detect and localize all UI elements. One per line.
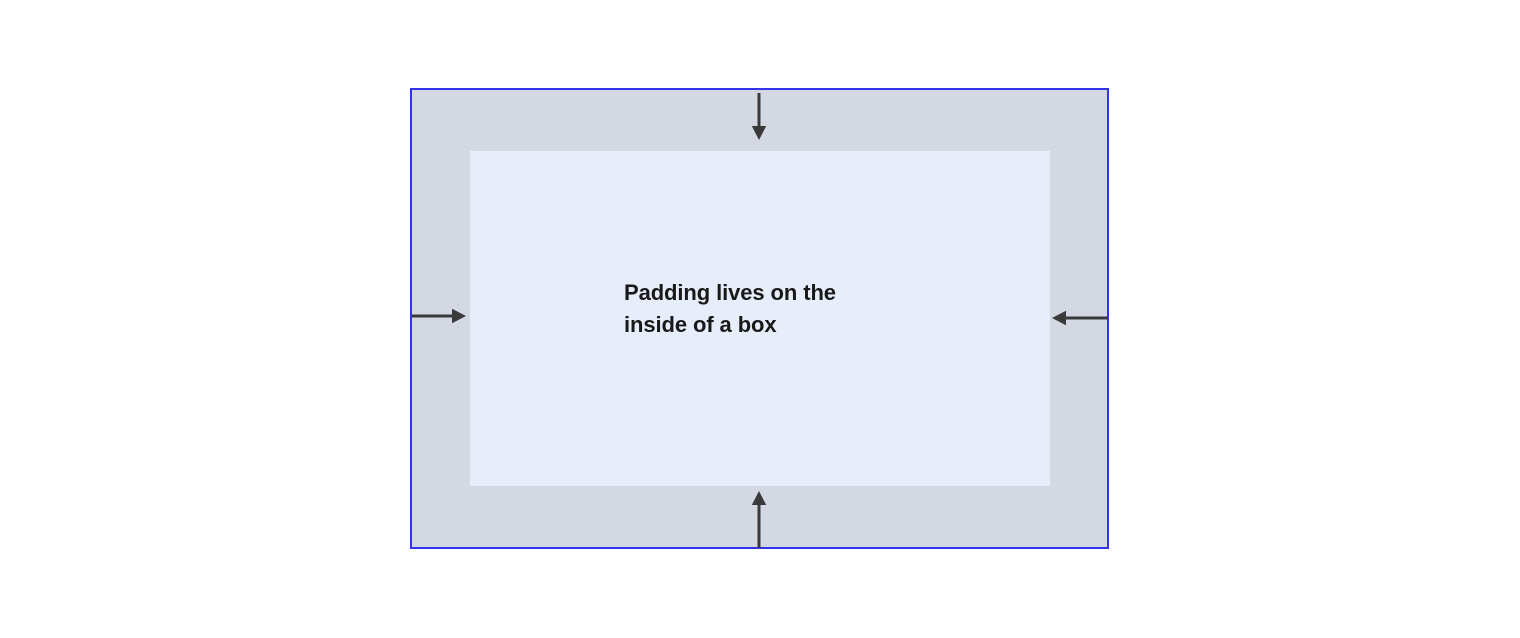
content-box: Padding lives on the inside of a box [470, 151, 1050, 486]
content-box-label: Padding lives on the inside of a box [624, 280, 836, 337]
padding-box: Padding lives on the inside of a box [410, 88, 1109, 549]
